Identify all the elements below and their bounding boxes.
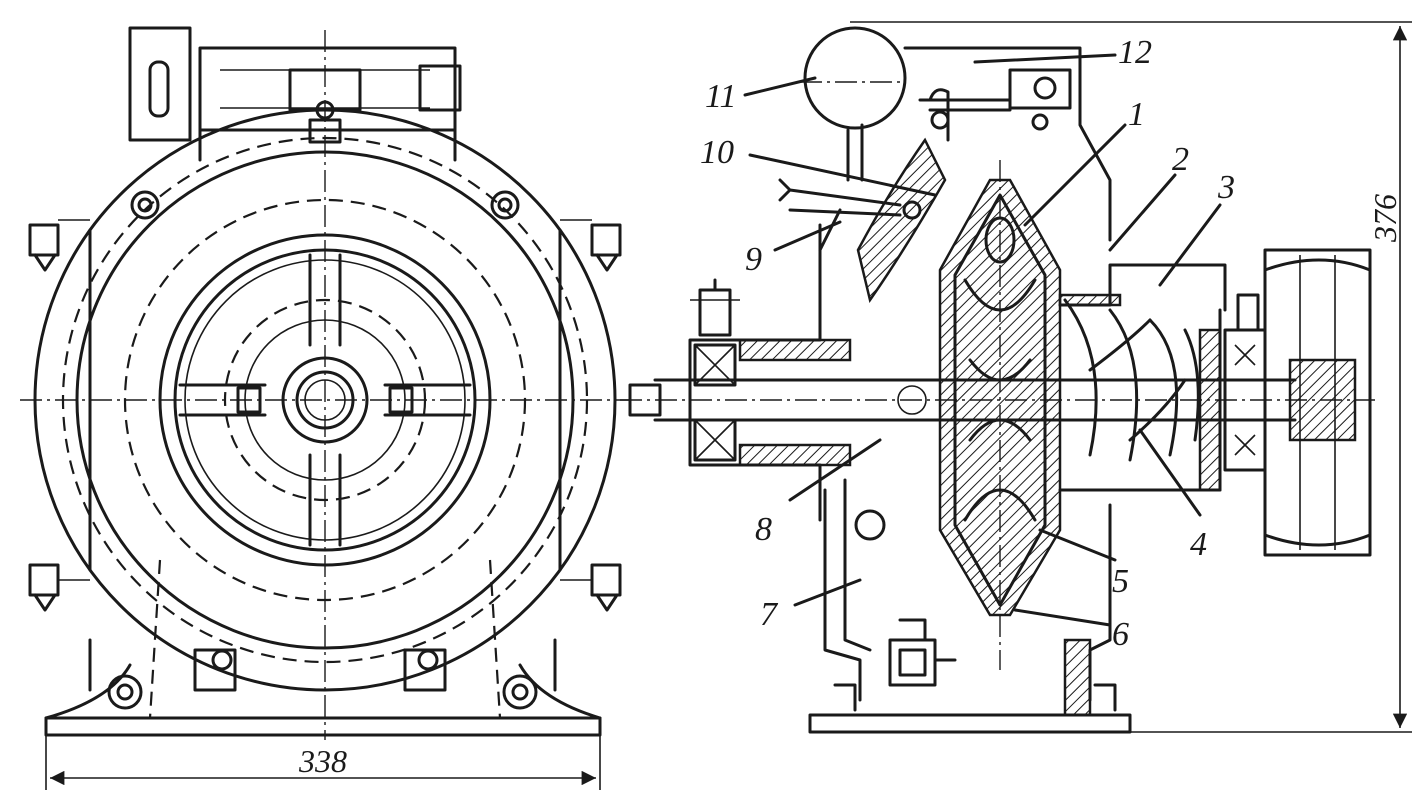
motor-outer-circle (33, 108, 617, 692)
callout-1: 1 (1128, 96, 1145, 133)
housing-sides (88, 228, 562, 572)
hub-inner (295, 370, 355, 430)
callout-10: 10 (700, 134, 734, 171)
inner-dashed-circle (123, 198, 527, 602)
callout-5: 5 (1112, 563, 1129, 600)
height-dimension: 376 (850, 21, 1412, 733)
spoke-top (308, 253, 342, 347)
spoke-left (178, 383, 267, 417)
callout-8: 8 (755, 511, 772, 548)
left-housing-wall (688, 223, 822, 522)
leaders (743, 53, 1222, 627)
left-mount-bolts (28, 223, 60, 612)
base-plate (808, 713, 1132, 734)
screw-auger (1063, 298, 1200, 462)
callout-6: 6 (1112, 616, 1129, 653)
flywheel-rim-inner (173, 248, 477, 552)
width-dimension: 338 (45, 735, 601, 790)
callouts: 1 2 3 4 5 6 7 8 9 10 11 12 (700, 34, 1235, 653)
motor-inner-dashed-circle (61, 136, 589, 664)
lever-housing (903, 46, 1112, 242)
spoke-bottom (308, 453, 342, 547)
counterweight-ball (803, 26, 907, 130)
face-bolts (130, 190, 520, 671)
lever-arm (856, 137, 947, 303)
callout-12: 12 (1118, 34, 1152, 71)
lower-housing-right (1088, 503, 1112, 702)
impeller-inner (953, 193, 1047, 607)
hub-outer (281, 356, 369, 444)
top-housing (128, 26, 462, 162)
callout-7: 7 (760, 596, 779, 633)
motor-body-circle (75, 150, 575, 650)
spoke-right (383, 383, 472, 417)
callout-4: 4 (1190, 526, 1207, 563)
adjusting-screw (778, 178, 922, 252)
callout-3: 3 (1217, 169, 1235, 206)
flywheel-rim (158, 233, 492, 567)
base (44, 559, 602, 737)
width-dimension-label: 338 (298, 743, 347, 779)
height-dimension-label: 376 (1367, 194, 1403, 243)
shaft-nut (628, 383, 662, 417)
front-view: 338 (20, 26, 630, 790)
callout-9: 9 (745, 241, 762, 278)
lower-housing-left (823, 488, 862, 702)
callout-2: 2 (1172, 141, 1189, 178)
pulley (1263, 248, 1372, 557)
impeller-casing (938, 178, 1062, 617)
section-view: 3 7 6 (620, 21, 1412, 734)
callout-11: 11 (705, 78, 736, 115)
right-mount-bolts (590, 223, 622, 612)
